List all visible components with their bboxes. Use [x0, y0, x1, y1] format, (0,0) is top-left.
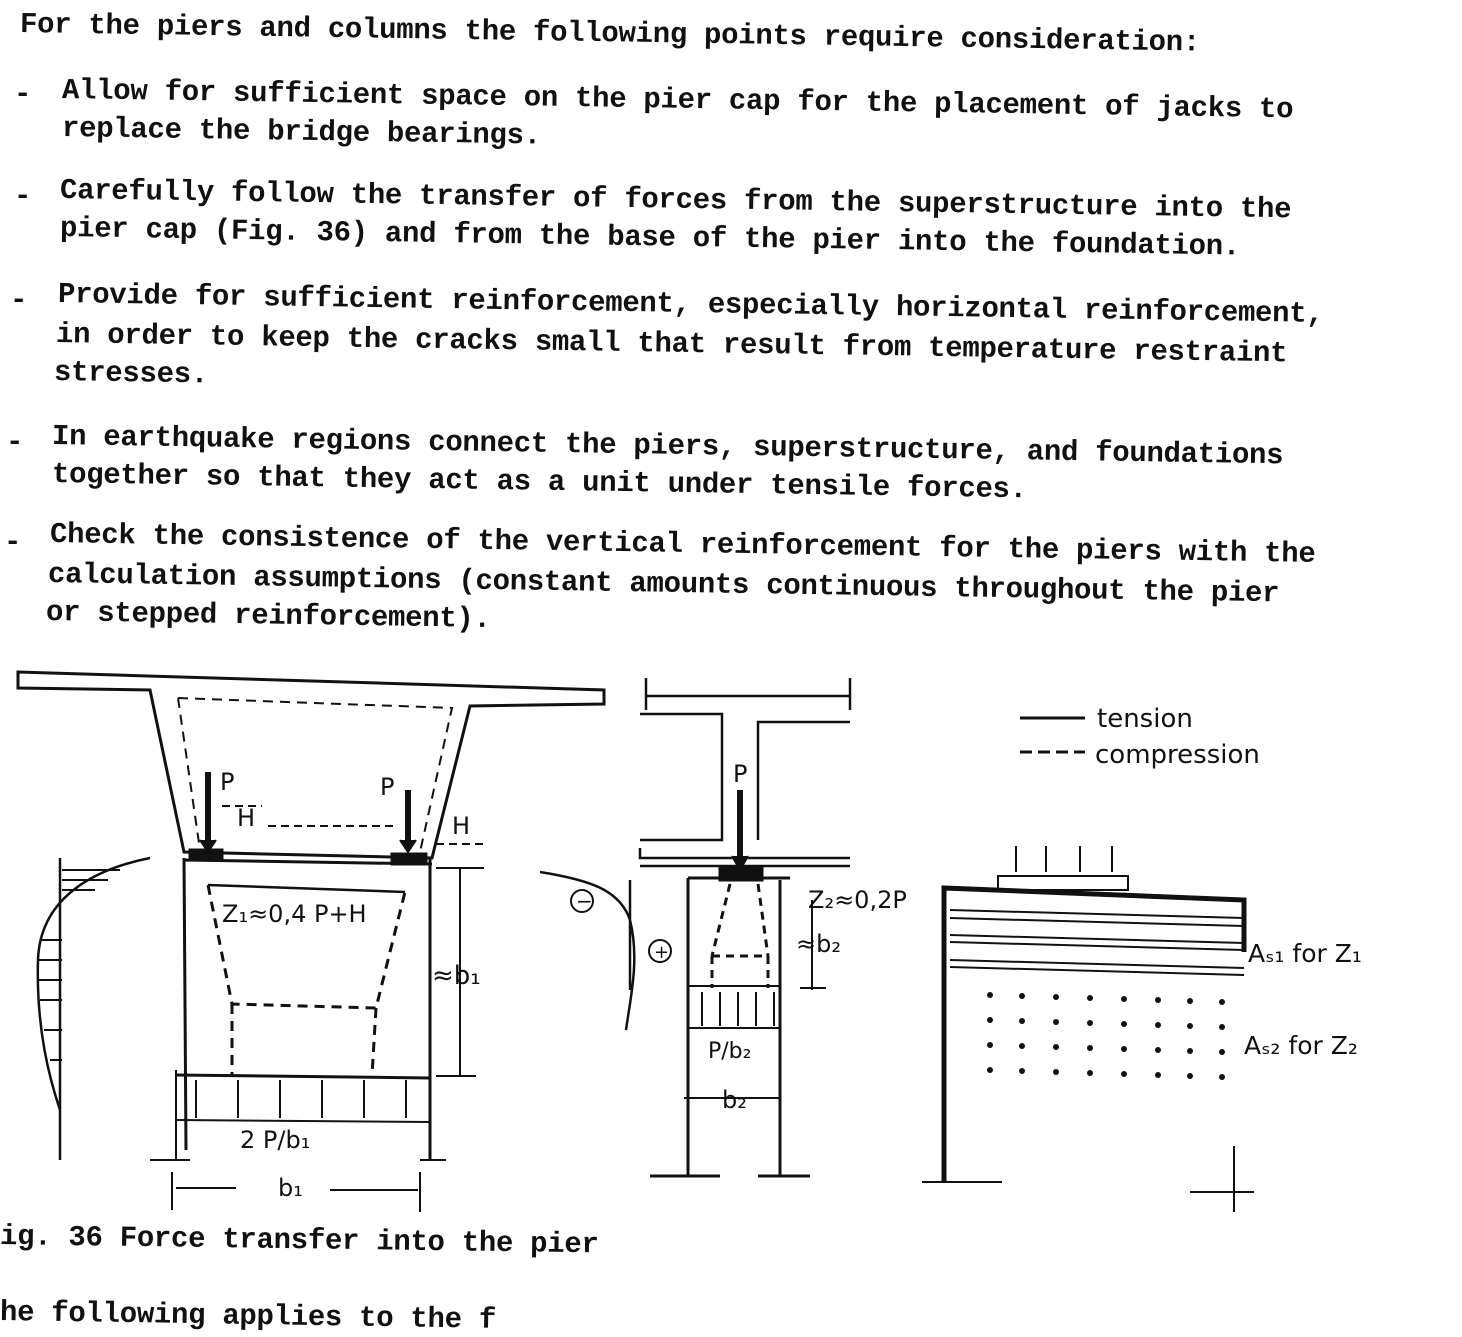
label-plus: + [654, 942, 669, 963]
wall-outline [941, 885, 1247, 1182]
bearing-right [390, 852, 428, 866]
superstructure-box-girder [16, 670, 606, 860]
compression-struts [206, 884, 407, 1076]
stress-distribution-left [36, 856, 151, 1160]
label-p-left: P [220, 768, 234, 796]
compression-strut [177, 697, 454, 853]
label-p-mid: P [733, 760, 747, 788]
bullet-marker: - [4, 526, 22, 559]
label-b2: b₂ [722, 1086, 747, 1114]
label-load-p-b2: P/b₂ [708, 1039, 751, 1064]
legend-tension: tension [1097, 704, 1193, 734]
dimension-b1 [171, 1172, 421, 1212]
label-load-2p-b1: 2 P/b₁ [240, 1126, 310, 1154]
bullet-marker: - [14, 78, 32, 111]
label-h-left: H [237, 804, 255, 832]
label-b1: b₁ [278, 1174, 303, 1202]
next-paragraph-start: he following applies to the f [0, 1296, 497, 1337]
bullet-marker: - [6, 426, 24, 459]
label-as2: Aₛ₂ for Z₂ [1244, 1031, 1358, 1060]
support-reaction-arrows [195, 1080, 407, 1118]
plus-circle [648, 939, 672, 963]
dimension-b2 [684, 900, 826, 1099]
label-approx-b2: ≈b₂ [796, 930, 841, 958]
label-p-right: P [380, 773, 394, 801]
reinforcement-as2-dots [987, 992, 1225, 1080]
reaction-base [175, 1119, 431, 1123]
load-arrows-p [205, 772, 411, 842]
stress-distribution-mid [539, 870, 636, 1031]
load-block-mid [688, 985, 780, 1029]
label-minus: − [576, 889, 593, 913]
bullet-marker: - [14, 180, 32, 213]
t-beam-section [638, 678, 852, 868]
load-line [175, 1073, 431, 1080]
minus-circle [570, 889, 594, 913]
label-z1: Z₁≈0,4 P+H [222, 900, 367, 928]
legend-compression: compression [1095, 740, 1260, 770]
bearing-plate [997, 875, 1129, 891]
reinforcement-as1 [949, 909, 1245, 976]
load-arrows-right [1015, 846, 1113, 872]
label-h-right: H [452, 812, 470, 840]
dimension-approx-b1 [436, 867, 484, 1077]
label-as1: Aₛ₁ for Z₁ [1248, 939, 1362, 968]
label-approx-b1: ≈b₁ [432, 961, 481, 991]
label-z2: Z₂≈0,2P [808, 886, 907, 914]
tension-tie-z1 [207, 883, 406, 894]
bullet-marker: - [10, 284, 28, 317]
bearing-left [188, 848, 224, 862]
